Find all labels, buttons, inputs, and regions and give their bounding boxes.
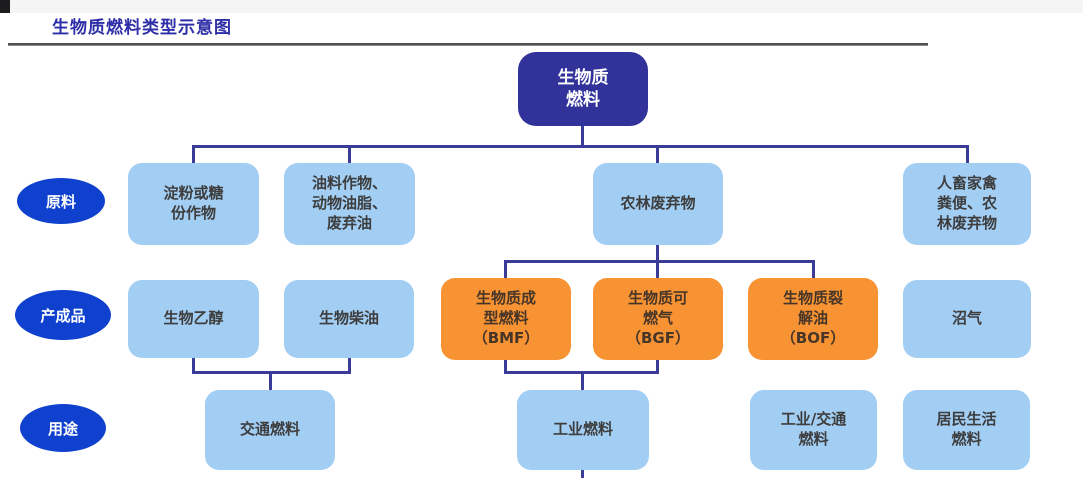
- corner-mark: [0, 0, 10, 13]
- connector-line: [581, 371, 584, 390]
- connector-line: [192, 145, 969, 148]
- connector-line: [966, 145, 969, 163]
- node-oil-crops-animal-fat-waste-oil: 油料作物、 动物油脂、 废弃油: [284, 163, 415, 245]
- node-agri-forest-waste: 农林废弃物: [593, 163, 723, 245]
- node-residential-fuel: 居民生活 燃料: [903, 390, 1030, 470]
- node-starch-sugar-crops: 淀粉或糖 份作物: [128, 163, 259, 245]
- connector-line: [504, 260, 815, 263]
- connector-line: [581, 126, 584, 145]
- connector-line: [348, 145, 351, 163]
- top-edge-strip: [0, 0, 1083, 13]
- node-industrial-fuel: 工业燃料: [517, 390, 649, 470]
- node-industrial-transport-fuel: 工业/交通 燃料: [750, 390, 877, 470]
- connector-line: [192, 145, 195, 163]
- row-label-uses: 用途: [20, 404, 106, 452]
- connector-line: [656, 145, 659, 163]
- row-label-products: 产成品: [15, 290, 111, 340]
- node-bioethanol: 生物乙醇: [128, 280, 259, 358]
- connector-line: [656, 360, 659, 374]
- connector-line: [192, 358, 195, 374]
- title-underline: [8, 43, 928, 46]
- connector-line: [812, 260, 815, 278]
- node-biodiesel: 生物柴油: [284, 280, 414, 358]
- node-biomass-molding-fuel-bmf: 生物质成 型燃料 （BMF）: [441, 278, 571, 360]
- node-biomass-gas-bgf: 生物质可 燃气 （BGF）: [593, 278, 723, 360]
- node-biomass-pyrolysis-oil-bof: 生物质裂 解油 （BOF）: [748, 278, 878, 360]
- node-biomass-fuel-root: 生物质 燃料: [518, 52, 648, 126]
- connector-line: [656, 245, 659, 260]
- connector-line: [504, 360, 507, 374]
- page-title: 生物质燃料类型示意图: [52, 18, 232, 38]
- node-manure-agri-forest-waste: 人畜家禽 粪便、农 林废弃物: [903, 163, 1031, 245]
- connector-line: [656, 260, 659, 278]
- connector-line: [348, 358, 351, 374]
- node-transport-fuel: 交通燃料: [205, 390, 335, 470]
- node-biogas: 沼气: [903, 280, 1031, 358]
- connector-line: [269, 371, 272, 390]
- connector-line: [581, 470, 584, 478]
- row-label-raw-materials: 原料: [17, 178, 105, 224]
- connector-line: [504, 260, 507, 278]
